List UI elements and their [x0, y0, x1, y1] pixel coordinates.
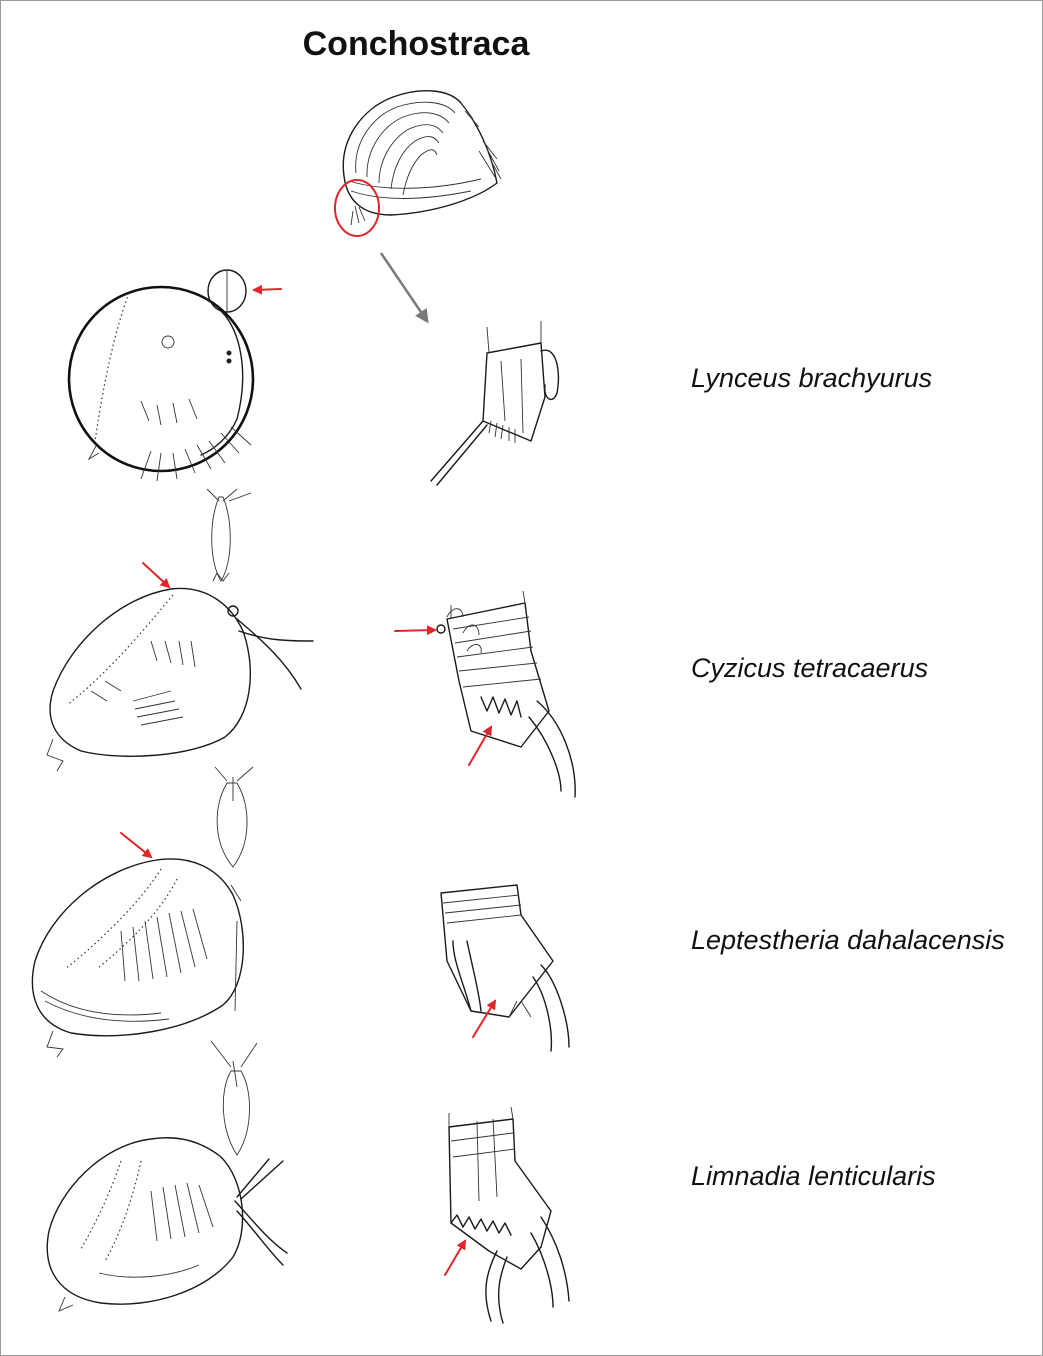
gray-pointer-arrow	[381, 253, 427, 321]
leptestheria-appendage-drawing	[441, 885, 569, 1051]
limnadia-dorsal-sketch	[211, 1041, 257, 1155]
red-arrow-leptestheria-spines	[473, 1001, 495, 1037]
red-arrow-cyzicus-spines	[469, 727, 491, 765]
red-arrow-cyzicus-appendage	[395, 630, 435, 631]
cyzicus-carapace-drawing	[47, 588, 313, 771]
red-arrow-cyzicus-carapace	[143, 563, 169, 587]
highlight-circle	[335, 180, 379, 236]
red-arrow-lynceus-section	[254, 289, 281, 290]
cyzicus-appendage-drawing	[437, 591, 575, 797]
limnadia-carapace-drawing	[47, 1138, 287, 1311]
lynceus-cross-section-drawing	[208, 270, 246, 312]
lynceus-appendage-drawing	[431, 321, 558, 485]
cyzicus-dorsal-sketch	[207, 489, 251, 581]
lynceus-carapace-drawing	[69, 287, 253, 481]
limnadia-appendage-drawing	[449, 1107, 569, 1323]
leptestheria-carapace-drawing	[32, 859, 243, 1057]
red-arrow-limnadia-spines	[445, 1241, 465, 1275]
generic-shell-drawing	[335, 91, 501, 236]
red-arrow-leptestheria-carapace	[121, 833, 151, 857]
leptestheria-dorsal-sketch	[215, 767, 253, 867]
